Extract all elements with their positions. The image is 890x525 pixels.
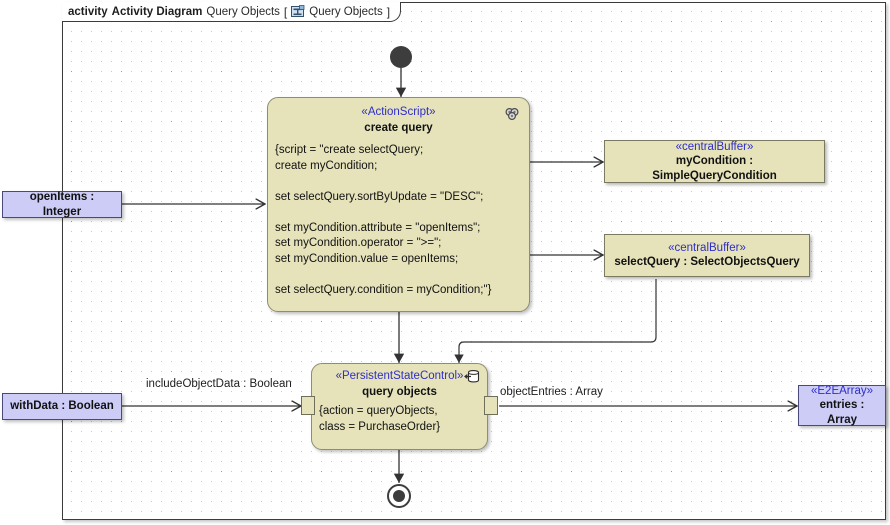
action-query-objects-body: {action = queryObjects, class = Purchase… bbox=[319, 405, 441, 433]
central-buffer-selectquery-stereotype: «centralBuffer» bbox=[668, 242, 746, 254]
action-create-query-body: {script = "create selectQuery; create my… bbox=[275, 144, 492, 296]
central-buffer-selectquery-name: selectQuery : SelectObjectsQuery bbox=[614, 256, 800, 268]
input-pin-include-object-data[interactable] bbox=[301, 396, 315, 415]
activity-diagram-icon bbox=[291, 5, 305, 18]
action-query-objects-name: query objects bbox=[362, 386, 437, 398]
initial-node[interactable] bbox=[390, 46, 412, 68]
frame-tab-label: Query Objects bbox=[309, 5, 383, 18]
action-create-query-name: create query bbox=[364, 122, 433, 134]
parameter-node-entries-label: entries : Array bbox=[819, 398, 865, 426]
central-buffer-mycondition[interactable]: «centralBuffer» myCondition : SimpleQuer… bbox=[604, 140, 825, 183]
central-buffer-mycondition-stereotype: «centralBuffer» bbox=[675, 140, 754, 153]
bracket-open: [ bbox=[283, 4, 288, 19]
parameter-node-entries[interactable]: «E2EArray» entries : Array bbox=[798, 385, 886, 426]
edge-label-object-entries: objectEntries : Array bbox=[500, 386, 603, 398]
action-query-objects-stereotype: «PersistentStateControl» bbox=[335, 370, 464, 382]
action-query-objects[interactable]: «PersistentStateControl» query objects {… bbox=[311, 363, 488, 450]
parameter-node-withdata-label: withData : Boolean bbox=[10, 400, 114, 412]
parameter-node-entries-stereotype: «E2EArray» bbox=[810, 384, 873, 397]
central-buffer-selectquery[interactable]: «centralBuffer» selectQuery : SelectObje… bbox=[604, 234, 810, 277]
edge-label-include-object-data: includeObjectData : Boolean bbox=[146, 378, 292, 390]
parameter-node-openitems-label: openItems : Integer bbox=[29, 190, 95, 218]
output-pin-object-entries[interactable] bbox=[484, 396, 498, 415]
frame-diagram-name: Query Objects bbox=[206, 5, 280, 18]
frame-diagram-type: Activity Diagram bbox=[111, 5, 203, 18]
frame-header: activity Activity Diagram Query Objects … bbox=[62, 2, 402, 22]
database-persist-icon bbox=[464, 369, 481, 390]
script-chain-icon bbox=[504, 106, 521, 126]
parameter-node-withdata[interactable]: withData : Boolean bbox=[2, 393, 122, 420]
bracket-close: ] bbox=[386, 4, 391, 19]
action-create-query[interactable]: «ActionScript» create query {script = "c… bbox=[267, 97, 530, 312]
activity-final-node[interactable] bbox=[387, 484, 411, 508]
frame-keyword: activity bbox=[68, 5, 108, 18]
action-create-query-stereotype: «ActionScript» bbox=[361, 106, 436, 118]
parameter-node-openitems[interactable]: openItems : Integer bbox=[2, 191, 122, 218]
central-buffer-mycondition-name: myCondition : SimpleQueryCondition bbox=[652, 154, 777, 182]
